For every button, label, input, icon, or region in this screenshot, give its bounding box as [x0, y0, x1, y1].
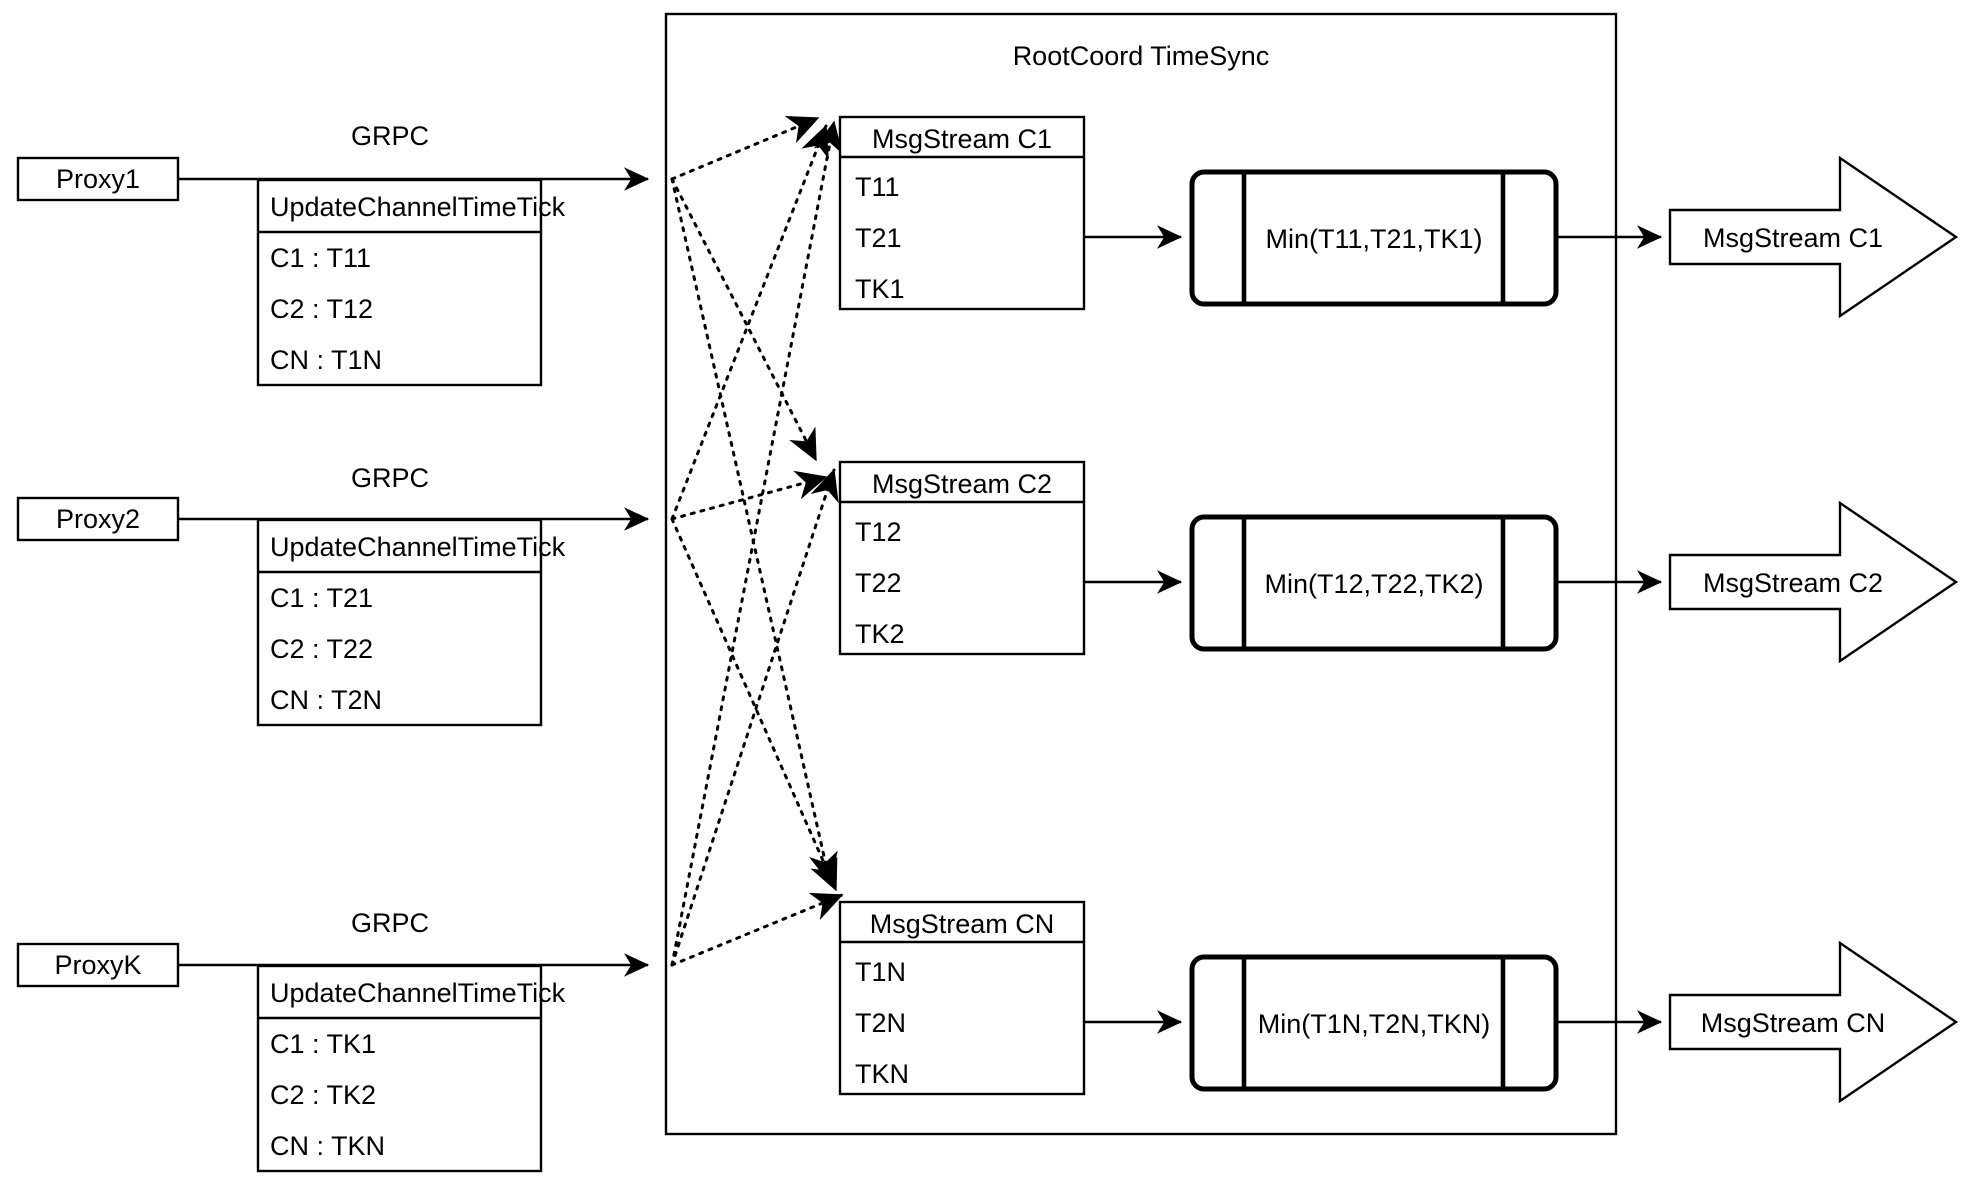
msgstream-title: MsgStream C1: [872, 124, 1052, 154]
timetick-entry: C2 : TK2: [270, 1080, 376, 1110]
timetick-entry: CN : T2N: [270, 685, 382, 715]
timetick-entry: CN : TKN: [270, 1131, 385, 1161]
min-node-3: Min(T1N,T2N,TKN): [1189, 954, 1559, 1092]
rpc-name-2: UpdateChannelTimeTick: [270, 532, 566, 562]
output-label: MsgStream C2: [1703, 568, 1883, 598]
dotted-edge-pk-c1: [670, 120, 843, 967]
msgstream-tick: T22: [855, 568, 902, 598]
msgstream-tick: T11: [855, 172, 900, 202]
rpc-name-3: UpdateChannelTimeTick: [270, 978, 566, 1008]
msgstream-title: MsgStream C2: [872, 469, 1052, 499]
proxy-label: Proxy2: [56, 504, 140, 534]
dotted-edge-p2-cn: [670, 517, 838, 892]
msgstream-box-1: MsgStream C1 T11 T21 TK1: [838, 115, 1086, 311]
timetick-table-1: UpdateChannelTimeTick C1 : T11 C2 : T12 …: [256, 178, 566, 387]
dotted-edge-pk-c2: [670, 468, 839, 967]
proxy-box-3[interactable]: ProxyK: [16, 942, 180, 988]
min-node-1: Min(T11,T21,TK1): [1189, 169, 1559, 307]
msgstream-tick: T1N: [855, 957, 906, 987]
timetick-table-3: UpdateChannelTimeTick C1 : TK1 C2 : TK2 …: [256, 964, 566, 1173]
proxy-box-2[interactable]: Proxy2: [16, 496, 180, 542]
proxy-row-2: Proxy2 GRPC UpdateChannelTimeTick C1 : T…: [16, 463, 650, 727]
timetick-table-2: UpdateChannelTimeTick C1 : T21 C2 : T22 …: [256, 518, 566, 727]
channel-pipeline-3: MsgStream CN T1N T2N TKN Min(T1N,T2N,TKN…: [838, 900, 1959, 1104]
output-msgstream-arrow-1: MsgStream C1: [1668, 155, 1959, 319]
grpc-label-1: GRPC: [351, 121, 429, 151]
dotted-edge-pk-cn: [670, 892, 844, 967]
msgstream-box-3: MsgStream CN T1N T2N TKN: [838, 900, 1086, 1096]
proxy-row-1: Proxy1 GRPC UpdateChannelTimeTick C1 : T…: [16, 121, 650, 387]
msgstream-box-2: MsgStream C2 T12 T22 TK2: [838, 460, 1086, 656]
proxy-box-1[interactable]: Proxy1: [16, 156, 180, 202]
grpc-label-3: GRPC: [351, 908, 429, 938]
channel-pipeline-2: MsgStream C2 T12 T22 TK2 Min(T12,T22,TK2…: [838, 460, 1959, 664]
dotted-edge-p1-c1: [670, 116, 820, 181]
msgstream-tick: TK1: [855, 274, 905, 304]
min-label: Min(T1N,T2N,TKN): [1258, 1009, 1491, 1039]
msgstream-tick: T12: [855, 517, 902, 547]
min-label: Min(T11,T21,TK1): [1265, 224, 1482, 254]
grpc-label-2: GRPC: [351, 463, 429, 493]
msgstream-tick: T2N: [855, 1008, 906, 1038]
dotted-edge-p1-c2: [670, 177, 818, 462]
msgstream-tick: T21: [855, 223, 902, 253]
proxy-row-3: ProxyK GRPC UpdateChannelTimeTick C1 : T…: [16, 908, 650, 1173]
timetick-entry: C1 : T11: [270, 243, 371, 273]
timetick-entry: C1 : T21: [270, 583, 373, 613]
min-label: Min(T12,T22,TK2): [1264, 569, 1483, 599]
container-title: RootCoord TimeSync: [1013, 41, 1270, 71]
output-label: MsgStream C1: [1703, 223, 1883, 253]
proxy-label: Proxy1: [56, 164, 140, 194]
output-msgstream-arrow-2: MsgStream C2: [1668, 500, 1959, 664]
msgstream-title: MsgStream CN: [870, 909, 1055, 939]
proxy-label: ProxyK: [54, 950, 141, 980]
msgstream-tick: TK2: [855, 619, 905, 649]
dotted-edge-p2-c1: [670, 124, 829, 521]
channel-pipeline-1: MsgStream C1 T11 T21 TK1 Min(T11,T21,TK1…: [838, 115, 1959, 319]
dispatch-fan-dotted-edges: [670, 116, 844, 967]
timetick-entry: C2 : T12: [270, 294, 373, 324]
rpc-name-1: UpdateChannelTimeTick: [270, 192, 566, 222]
timetick-entry: CN : T1N: [270, 345, 382, 375]
dotted-edge-p1-cn: [670, 177, 838, 885]
dotted-edge-p2-c2: [670, 470, 828, 521]
min-node-2: Min(T12,T22,TK2): [1189, 514, 1559, 652]
output-msgstream-arrow-3: MsgStream CN: [1668, 940, 1959, 1104]
output-label: MsgStream CN: [1701, 1008, 1886, 1038]
timetick-entry: C1 : TK1: [270, 1029, 376, 1059]
msgstream-tick: TKN: [855, 1059, 909, 1089]
timetick-entry: C2 : T22: [270, 634, 373, 664]
